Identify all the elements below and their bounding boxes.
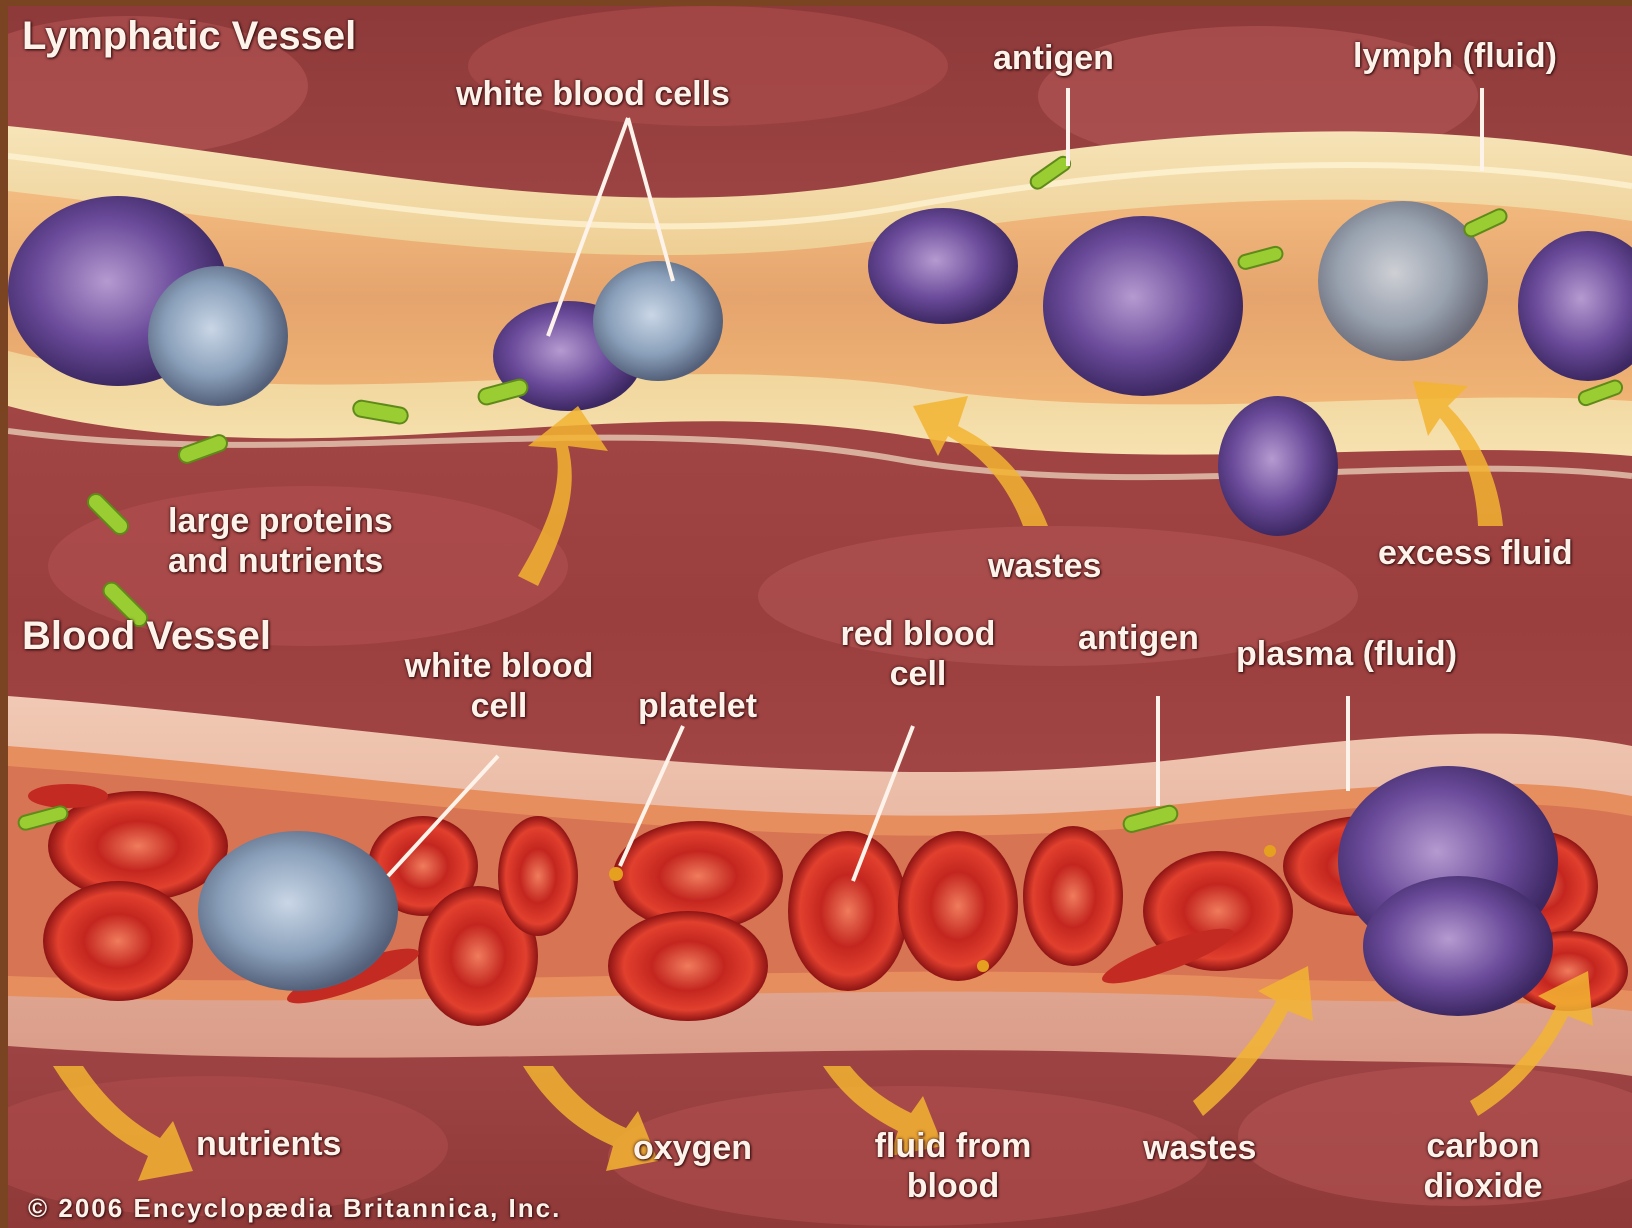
label-carbon-dioxide: carbon dioxide	[1388, 1126, 1578, 1206]
diagram-canvas: Lymphatic Vessel white blood cells antig…	[8, 6, 1632, 1228]
blood-vessel-title: Blood Vessel	[22, 616, 271, 656]
label-large-proteins: large proteins and nutrients	[168, 501, 393, 581]
label-red-blood-cell: red blood cell	[823, 614, 1013, 694]
label-excess-fluid: excess fluid	[1378, 533, 1573, 573]
lymphatic-vessel-title: Lymphatic Vessel	[22, 16, 356, 56]
label-lymph-fluid: lymph (fluid)	[1353, 36, 1557, 76]
label-blood-antigen: antigen	[1078, 618, 1199, 658]
label-platelet: platelet	[638, 686, 757, 726]
label-oxygen: oxygen	[633, 1128, 752, 1168]
label-lymph-wastes: wastes	[988, 546, 1101, 586]
label-blood-wastes: wastes	[1143, 1128, 1256, 1168]
label-white-blood-cells: white blood cells	[456, 74, 730, 114]
label-white-blood-cell: white blood cell	[384, 646, 614, 726]
label-plasma-fluid: plasma (fluid)	[1236, 634, 1457, 674]
label-lymph-antigen: antigen	[993, 38, 1114, 78]
label-nutrients: nutrients	[196, 1124, 341, 1164]
copyright-notice: © 2006 Encyclopædia Britannica, Inc.	[28, 1188, 561, 1228]
label-fluid-from-blood: fluid from blood	[848, 1126, 1058, 1206]
